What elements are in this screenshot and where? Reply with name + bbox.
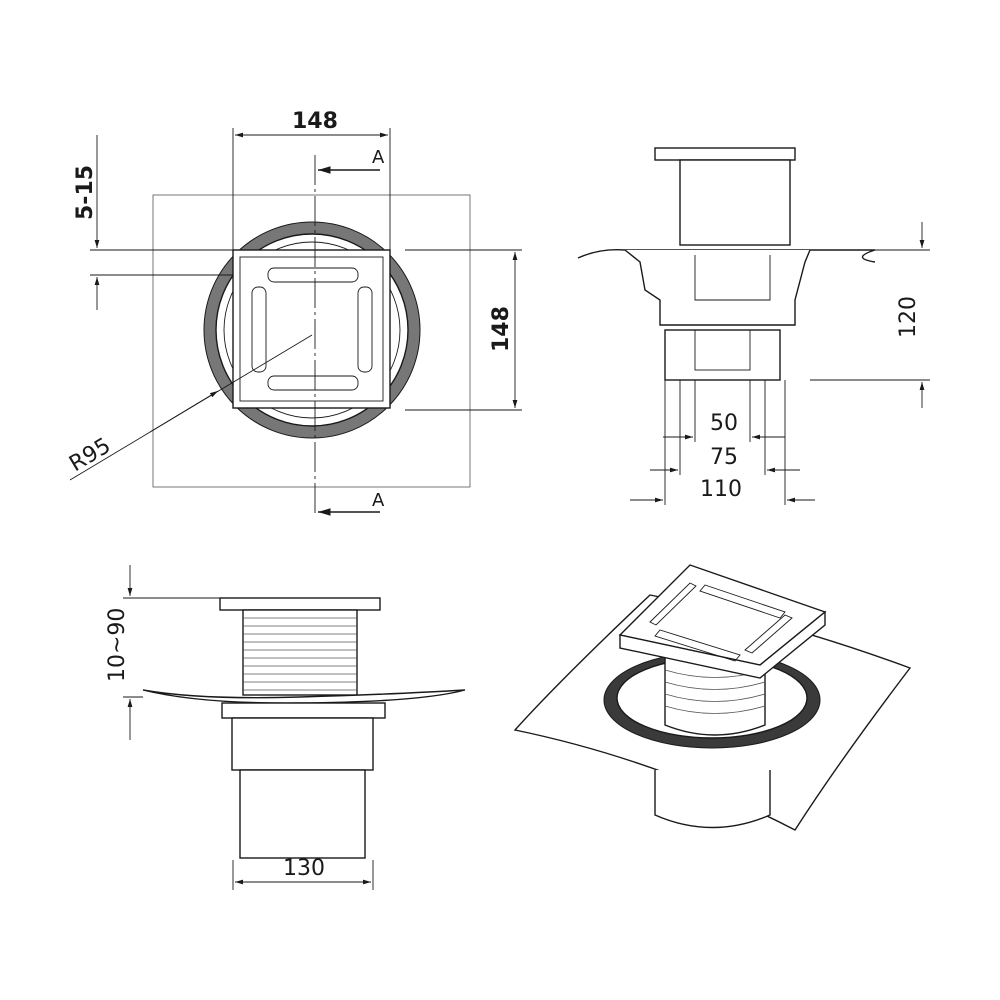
grate-slot (267, 375, 359, 391)
thread-lines (243, 617, 357, 691)
outlet-pipe (664, 329, 781, 381)
collar (221, 702, 386, 719)
outlet-pipe (654, 770, 771, 829)
grate-slot (267, 267, 359, 283)
radius-arrow (149, 390, 219, 433)
grate-slot (357, 286, 373, 373)
side-view: 130 10~90 (105, 565, 466, 890)
adjust-range-label: 10~90 (105, 608, 130, 682)
inner-diameter-label: 50 (710, 411, 738, 436)
radius-label: R95 (65, 433, 115, 477)
inner-pipe (694, 329, 751, 371)
grate-flange (219, 597, 381, 611)
grate-slot (654, 629, 741, 662)
grate-flange (654, 147, 796, 161)
width-label: 148 (292, 109, 338, 134)
membrane (142, 689, 466, 704)
grate-edge (619, 610, 826, 679)
outlet-pipe (239, 769, 366, 859)
grate-slot (251, 286, 267, 373)
bowl (624, 249, 811, 326)
height-label: 120 (896, 296, 921, 338)
mid-diameter-label: 75 (710, 445, 738, 470)
telescopic-body (679, 159, 791, 246)
grate-slot (744, 614, 793, 654)
membrane-outline (152, 194, 471, 488)
width-label: 130 (283, 856, 325, 881)
grate-inner (239, 256, 384, 402)
section-label-top: A (372, 147, 385, 168)
grate-slot (649, 582, 697, 626)
height-label: 148 (489, 306, 514, 352)
top-view: A A 148 148 5-15 R95 (65, 109, 522, 516)
inner-circle (223, 241, 401, 419)
trap (694, 255, 771, 301)
isometric-view (513, 564, 912, 831)
grate (232, 249, 391, 409)
section-view: 120 50 75 110 (577, 147, 930, 505)
body (231, 717, 374, 771)
threaded-body (664, 655, 766, 736)
outer-diameter-label: 110 (700, 477, 742, 502)
grate-slot (699, 584, 786, 619)
threaded-body (242, 609, 358, 696)
adjust-label: 5-15 (73, 165, 98, 220)
section-label-bottom: A (372, 490, 385, 511)
